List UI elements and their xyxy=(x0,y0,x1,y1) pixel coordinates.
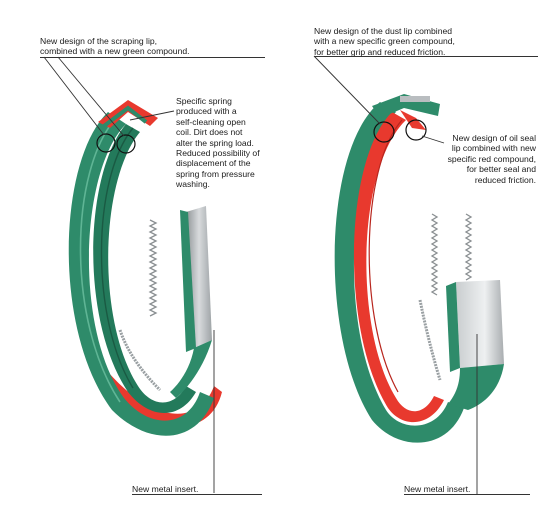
left-callout-circle-1 xyxy=(96,133,116,153)
right-callout-circle-1 xyxy=(373,121,395,143)
right-green-ring xyxy=(334,102,464,443)
dust-lip-annotation: New design of the dust lip combined with… xyxy=(314,26,455,57)
metal-insert-right-annotation: New metal insert. xyxy=(404,484,471,494)
scraping-lip-annotation: New design of the scraping lip, combined… xyxy=(40,36,190,57)
oil-seal-lip-annotation: New design of oil seal lip combined with… xyxy=(447,133,536,185)
metal-insert-left-annotation: New metal insert. xyxy=(132,484,199,494)
left-spring xyxy=(148,219,158,317)
dust-lip-rule xyxy=(314,56,538,57)
left-seal xyxy=(43,56,222,493)
right-callout-circle-2 xyxy=(405,119,427,141)
metal-insert-right-rule xyxy=(404,494,530,495)
right-spring-2 xyxy=(464,213,473,281)
right-metal-insert xyxy=(456,280,504,368)
scraping-lip-rule xyxy=(40,57,265,58)
metal-insert-left-rule xyxy=(132,494,262,495)
left-callout-circle-2 xyxy=(116,134,136,154)
right-spring-1 xyxy=(430,213,439,296)
left-green-ring-outer xyxy=(68,112,214,436)
spring-annotation: Specific spring produced with a self-cle… xyxy=(176,96,260,190)
right-seal xyxy=(313,55,504,494)
